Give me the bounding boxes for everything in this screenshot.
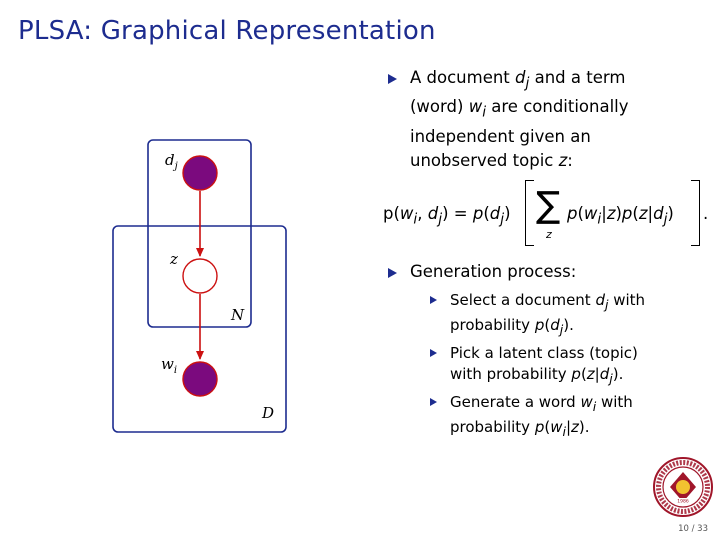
slide-title: PLSA: Graphical Representation [18, 16, 436, 46]
label-z: z [169, 250, 178, 268]
sub-bullet-marker-icon [430, 349, 437, 357]
label-N: N [230, 306, 245, 324]
node-z-latent [182, 258, 218, 294]
joint-probability-equation: p(wi, dj) = p(dj) ∑ z p(wi|z)p(z|dj) . [383, 178, 713, 250]
label-D: D [261, 404, 274, 422]
label-w: wi [161, 355, 177, 376]
generation-steps: Select a document dj with probability p(… [384, 290, 704, 442]
list-item: Generate a word wi with probability p(wi… [424, 392, 704, 442]
node-d-observed [182, 155, 218, 191]
plate-diagram: dj z wi N D [112, 139, 287, 433]
left-bracket [525, 180, 534, 246]
list-item: Pick a latent class (topic) with probabi… [424, 343, 704, 389]
svg-text:1986: 1986 [677, 499, 689, 505]
university-seal-icon: 1986 [653, 457, 713, 517]
sum-symbol: ∑ [536, 185, 561, 226]
sub-bullet-marker-icon [430, 398, 437, 406]
bullet-marker-icon [388, 74, 397, 84]
page-number: 10 / 33 [678, 524, 708, 534]
bullet-conditional-independence: A document dj and a term (word) wi are c… [384, 66, 704, 173]
bullet-generation-process: Generation process: Select a document dj… [384, 260, 704, 445]
bullet-list-top: A document dj and a term (word) wi are c… [384, 66, 704, 173]
bullet-marker-icon [388, 268, 397, 278]
node-w-observed [182, 361, 218, 397]
label-d: dj [165, 151, 178, 172]
right-bracket [691, 180, 700, 246]
list-item: Select a document dj with probability p(… [424, 290, 704, 340]
sum-subscript: z [546, 228, 552, 241]
sub-bullet-marker-icon [430, 296, 437, 304]
